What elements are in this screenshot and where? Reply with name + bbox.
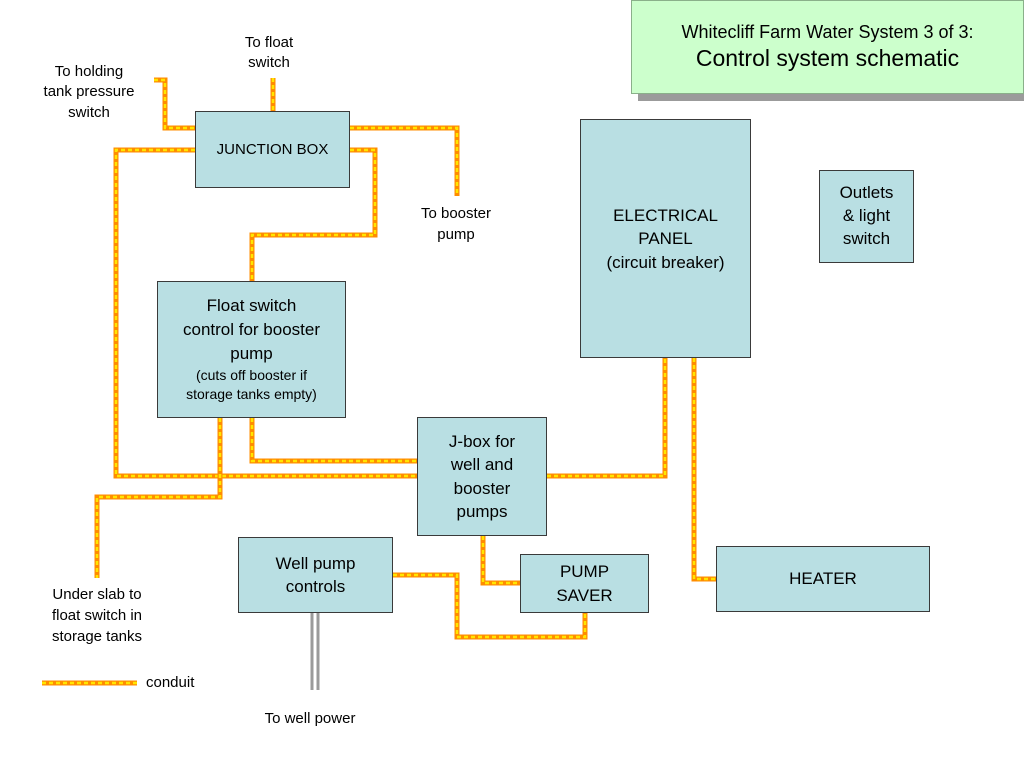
diagram-title: Whitecliff Farm Water System 3 of 3: (681, 22, 974, 42)
well-power-lines (310, 612, 320, 690)
label-to-well-power: To well power (245, 709, 375, 729)
label-to-booster-pump: To booster pump (406, 203, 506, 245)
outlets-line1: Outlets (839, 183, 894, 203)
conduit-float-to-jbox (249, 418, 417, 464)
under-slab-line3: storage tanks (51, 628, 143, 645)
to-float-switch-line2: switch (248, 53, 290, 71)
pump-saver-line1: PUMP (559, 562, 610, 582)
under-slab-line1: Under slab to (52, 586, 142, 603)
to-holding-tank-line1: To holding (54, 63, 124, 80)
label-to-float-switch: To float switch (219, 33, 319, 72)
conduit-jbox-to-float-ctrl (249, 147, 378, 281)
conduit-to-booster-pump (350, 125, 460, 196)
legend-conduit-text: conduit (146, 674, 195, 691)
float-switch-line4: (cuts off booster if (195, 366, 307, 383)
pump-saver-line2: SAVER (556, 585, 613, 605)
label-to-holding-tank: To holding tank pressure switch (25, 62, 153, 123)
jbox-line4: pumps (456, 501, 508, 521)
float-switch-control-box: Float switch control for booster pump (c… (157, 281, 346, 418)
jbox-well-booster: J-box for well and booster pumps (417, 417, 547, 536)
to-float-switch-line1: To float (244, 34, 294, 51)
label-under-slab: Under slab to float switch in storage ta… (32, 584, 162, 647)
jbox-line2: well and (450, 455, 514, 475)
float-switch-line5: storage tanks empty) (186, 386, 317, 403)
pump-saver-box: PUMP SAVER (520, 554, 649, 613)
under-slab-line2: float switch in (51, 607, 143, 624)
to-booster-pump-line2: pump (437, 226, 475, 243)
float-switch-line1: Float switch (206, 296, 297, 316)
float-switch-line3: pump (230, 343, 273, 363)
diagram-title-box: Whitecliff Farm Water System 3 of 3: Con… (631, 0, 1024, 94)
conduit-jbox-to-pump-saver (480, 536, 520, 586)
diagram-subtitle: Control system schematic (695, 45, 960, 71)
outlets-line3: switch (842, 228, 891, 248)
conduit-main-loop (113, 147, 417, 479)
jbox-line1: J-box for (448, 431, 516, 451)
well-pump-line2: controls (285, 577, 346, 596)
well-pump-controls-box: Well pump controls (238, 537, 393, 613)
conduit-under-slab (94, 418, 223, 578)
heater-label: HEATER (789, 568, 857, 588)
electrical-panel-box: ELECTRICAL PANEL (circuit breaker) (580, 119, 751, 358)
electrical-panel-line1: ELECTRICAL (613, 206, 718, 225)
well-pump-line1: Well pump (275, 553, 356, 573)
float-switch-line2: control for booster (182, 320, 320, 339)
to-booster-pump-line1: To booster (420, 205, 492, 222)
conduit-well-to-pump-saver (393, 572, 588, 640)
outlets-box: Outlets & light switch (819, 170, 914, 263)
jbox-line3: booster (453, 478, 511, 498)
conduit-jbox-to-panel (547, 358, 668, 479)
junction-box-label: JUNCTION BOX (216, 140, 329, 158)
conduit-to-holding-tank (154, 77, 195, 131)
to-holding-tank-line2: tank pressure (43, 83, 135, 101)
legend-conduit-label: conduit (146, 673, 216, 693)
conduit-panel-to-heater (691, 358, 716, 582)
to-holding-tank-line3: switch (68, 103, 110, 121)
to-well-power-text: To well power (264, 710, 356, 727)
outlets-line2: & light (842, 206, 891, 226)
electrical-panel-line3: (circuit breaker) (606, 252, 725, 272)
electrical-panel-line2: PANEL (638, 229, 693, 249)
heater-box: HEATER (716, 546, 930, 612)
junction-box: JUNCTION BOX (195, 111, 350, 188)
